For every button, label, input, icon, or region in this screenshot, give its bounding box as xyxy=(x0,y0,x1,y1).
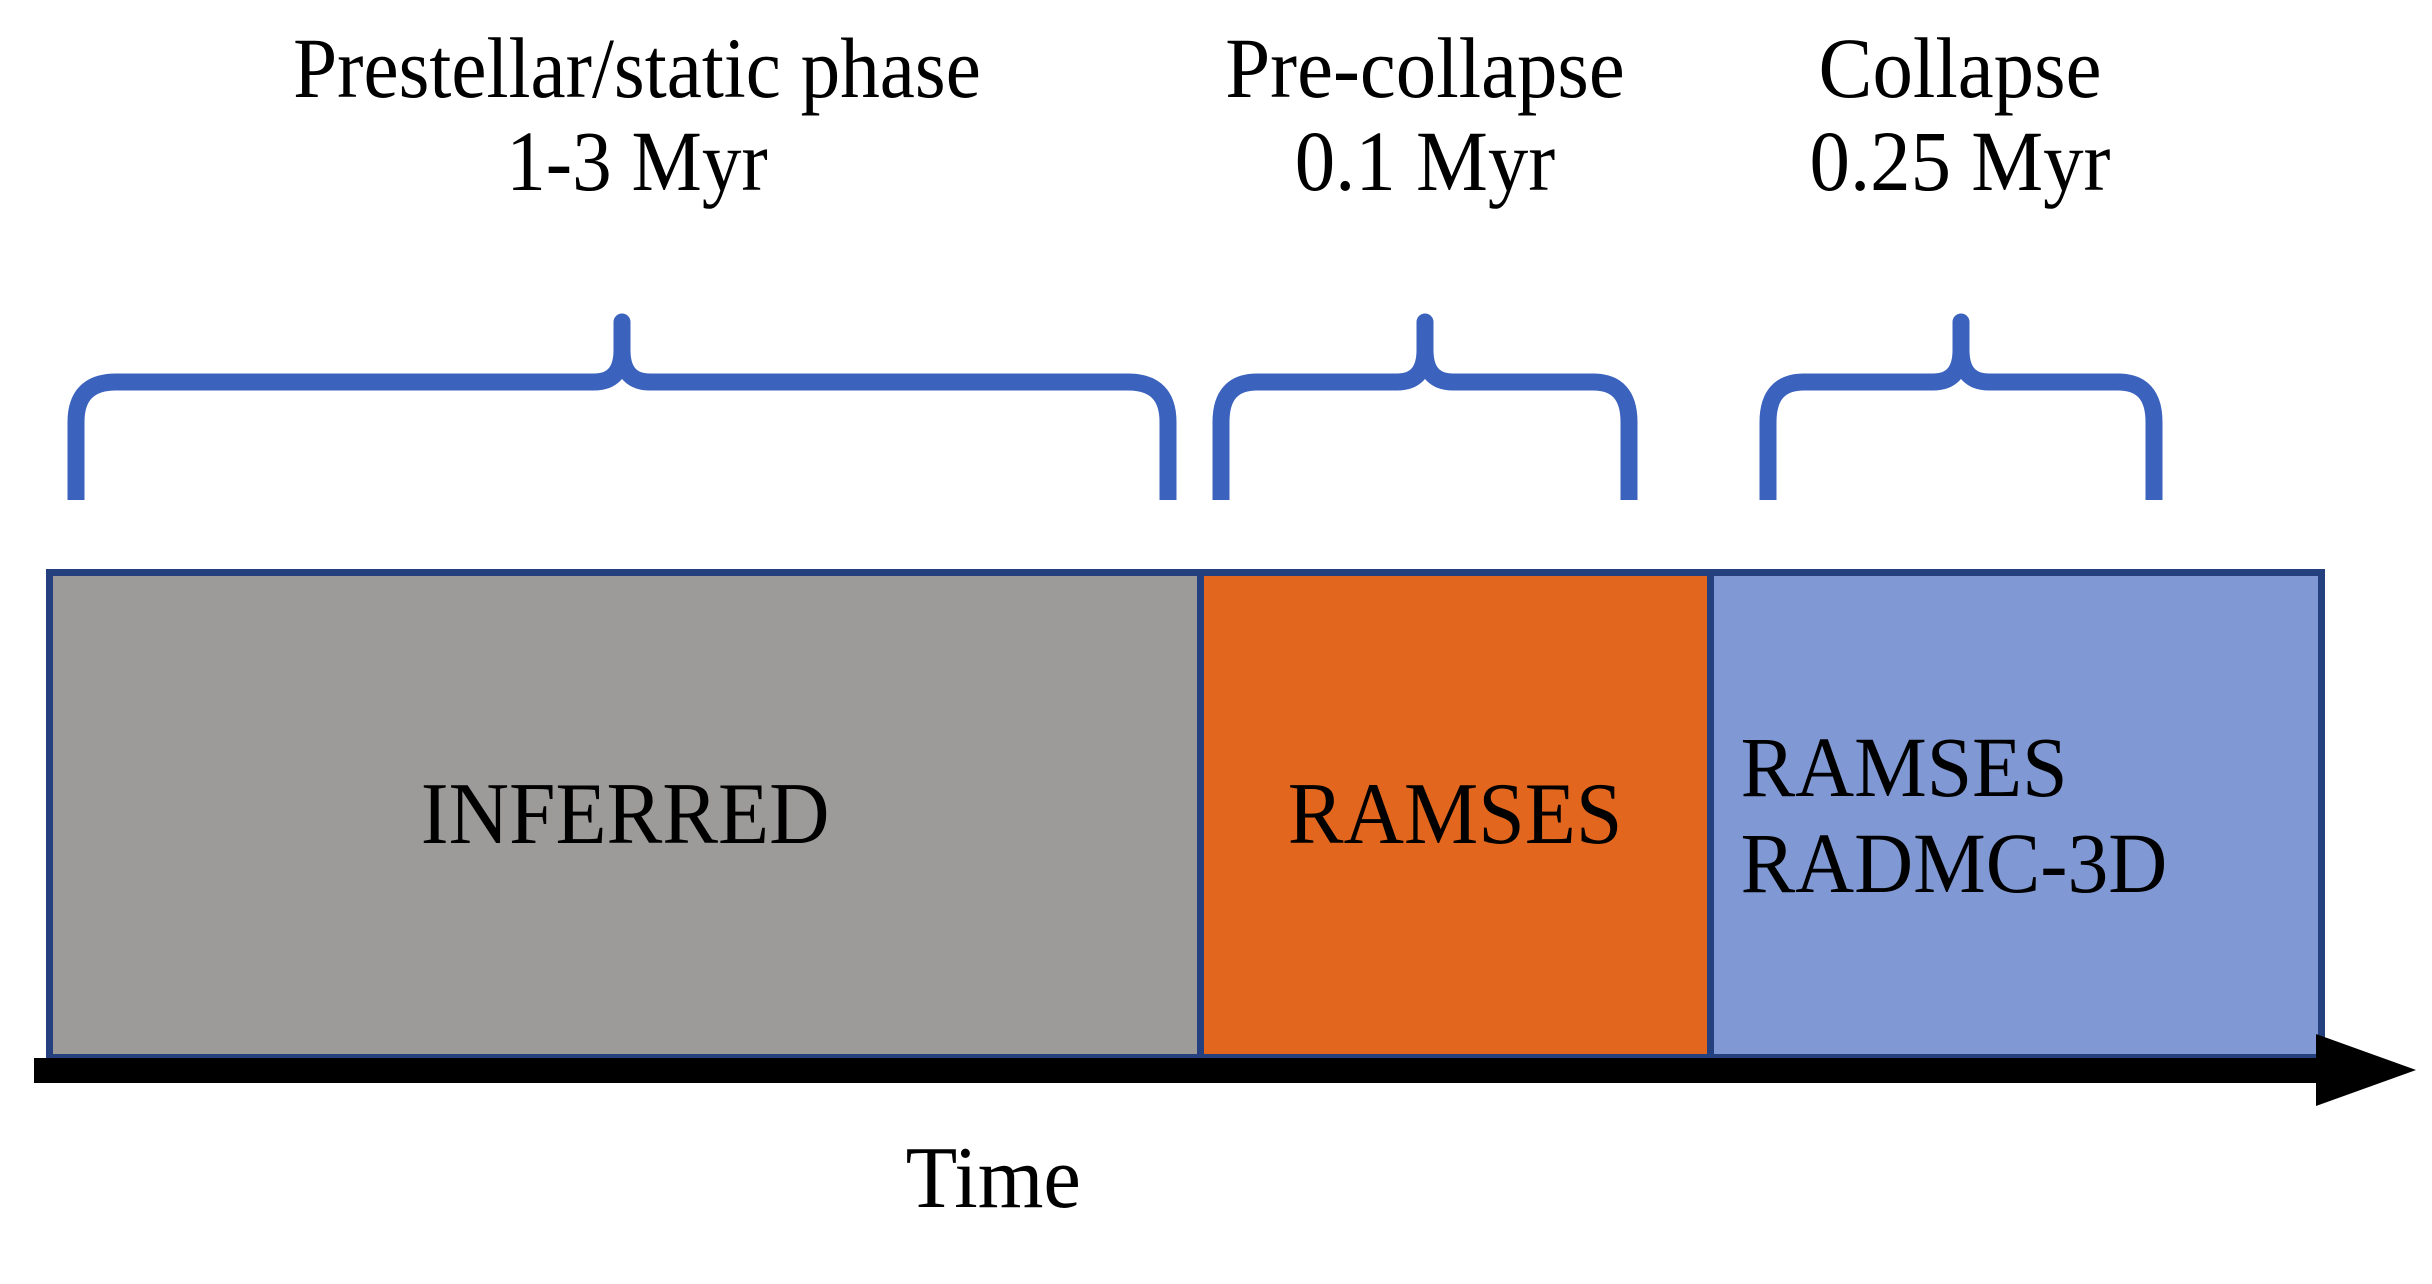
right-arrow-icon-head xyxy=(2316,1034,2416,1106)
segment-label: RAMSES RADMC-3D xyxy=(1740,718,2168,911)
timeline-segment-inferred[interactable]: INFERRED xyxy=(46,569,1204,1061)
phase-label-prestellar: Prestellar/static phase 1-3 Myr xyxy=(85,22,1189,208)
brace-path xyxy=(1759,313,2163,500)
phase-label-pre-collapse: Pre-collapse 0.1 Myr xyxy=(1209,22,1641,208)
phase-title: Pre-collapse xyxy=(1225,20,1625,116)
timeline-bar: INFERRED RAMSES RAMSES RADMC-3D xyxy=(46,569,2332,1061)
right-arrow-icon-shaft xyxy=(34,1058,2350,1083)
brace-prestellar xyxy=(67,313,1177,500)
brace-pre-collapse xyxy=(1212,313,1638,500)
brace-collapse xyxy=(1759,313,2163,500)
time-axis-label: Time xyxy=(905,1130,1081,1227)
time-axis-arrow xyxy=(34,1034,2416,1106)
phase-title: Prestellar/static phase xyxy=(293,20,981,116)
timeline-segment-ramses-radmc3d[interactable]: RAMSES RADMC-3D xyxy=(1707,569,2325,1061)
phase-duration: 0.1 Myr xyxy=(1294,112,1556,209)
phase-duration: 0.25 Myr xyxy=(1809,112,2111,209)
phase-title: Collapse xyxy=(1818,20,2102,116)
brace-path xyxy=(1212,313,1638,500)
segment-label: INFERRED xyxy=(420,765,830,863)
phase-label-collapse: Collapse 0.25 Myr xyxy=(1744,22,2176,208)
segment-label: RAMSES xyxy=(1288,765,1623,863)
phase-duration: 1-3 Myr xyxy=(506,112,768,209)
timeline-segment-ramses[interactable]: RAMSES xyxy=(1197,569,1714,1061)
brace-path xyxy=(67,313,1177,500)
